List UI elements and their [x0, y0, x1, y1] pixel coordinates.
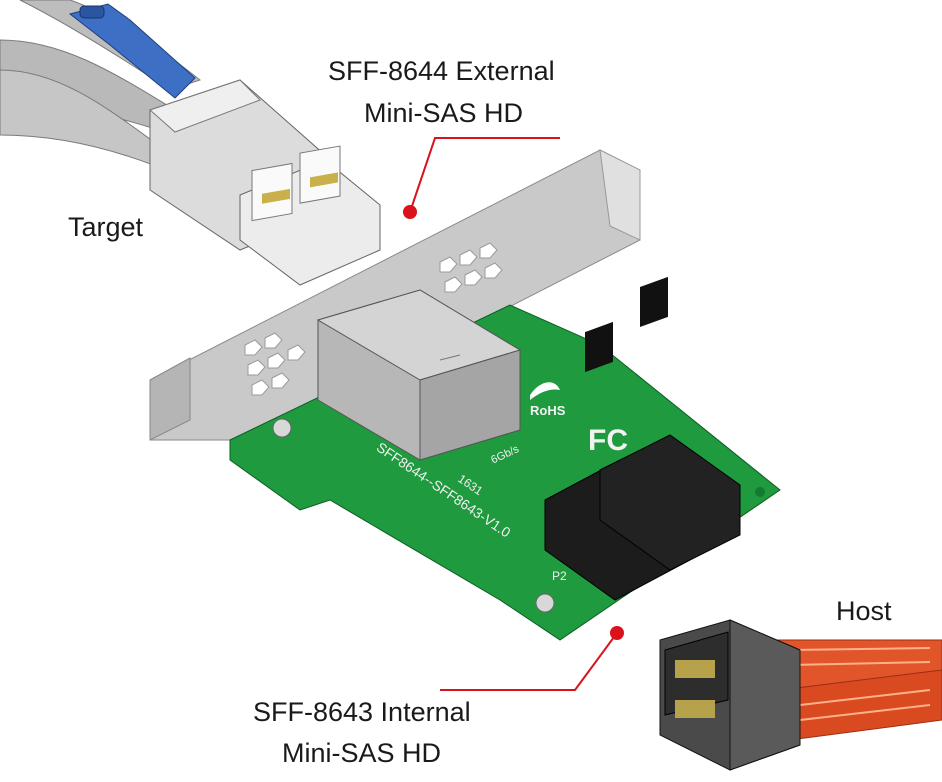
fcc-mark: FC — [588, 424, 628, 457]
external-connector — [149, 79, 381, 286]
port2-label: P2 — [552, 569, 567, 583]
sff8643-connectors — [544, 276, 741, 601]
external-cable — [0, 0, 202, 177]
host-connector — [659, 619, 801, 771]
callout-dot-icon — [610, 626, 624, 640]
callout-external — [403, 137, 560, 219]
internal-port-label-line1: SFF-8643 Internal — [253, 697, 471, 727]
rohs-mark: RoHS — [530, 403, 566, 418]
vent-holes — [244, 242, 503, 396]
internal-port-label-line2: Mini-SAS HD — [282, 738, 442, 768]
rohs-leaf-icon — [530, 382, 560, 400]
host-cable — [769, 639, 942, 741]
target-label: Target — [68, 212, 144, 242]
callout-internal — [440, 626, 624, 691]
external-port-label-line2: Mini-SAS HD — [364, 98, 524, 128]
callout-dot-icon — [403, 205, 417, 219]
sff8644-cage — [316, 289, 522, 461]
host-label: Host — [836, 596, 892, 626]
external-port-label-line1: SFF-8644 External — [328, 56, 555, 86]
